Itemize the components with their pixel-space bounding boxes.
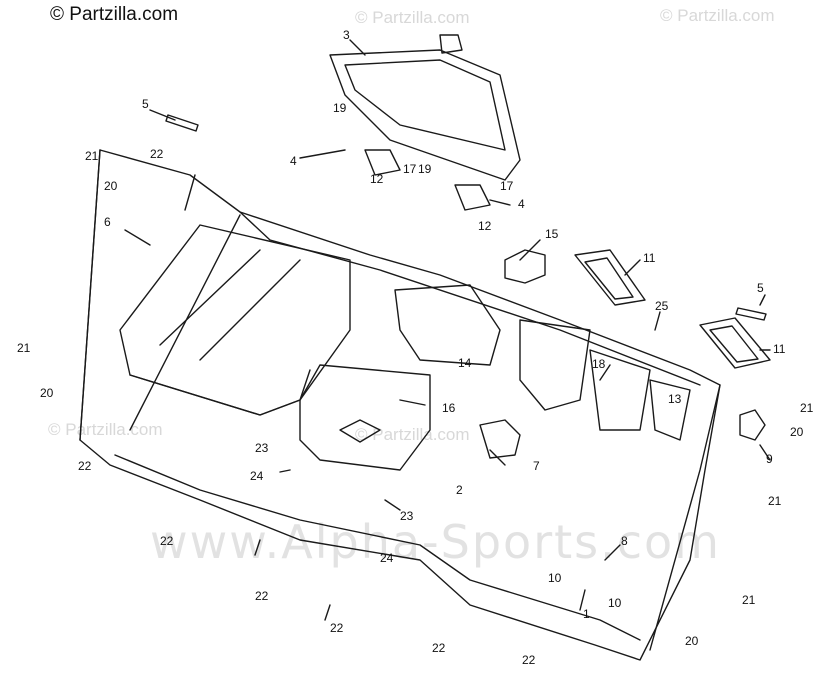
callout: 20: [790, 425, 804, 439]
speaker-right: [699, 317, 771, 369]
instrument-bezel: [394, 284, 501, 366]
callout: 3: [343, 28, 350, 42]
callout: 19: [418, 162, 432, 176]
callout: 9: [766, 452, 773, 466]
copyright-notice: © Partzilla.com: [50, 4, 179, 25]
callout: 20: [104, 179, 118, 193]
watermark: © Partzilla.com: [355, 425, 470, 444]
callout: 13: [668, 392, 682, 406]
grille-left: [165, 114, 199, 132]
callout: 4: [518, 197, 525, 211]
callout: 25: [655, 299, 669, 313]
callout: 22: [432, 641, 446, 655]
callout: 8: [621, 534, 628, 548]
callout: 22: [255, 589, 269, 603]
callout: 5: [757, 281, 764, 295]
watermark: © Partzilla.com: [660, 6, 775, 25]
callout: 16: [442, 401, 456, 415]
callout: 21: [85, 149, 99, 163]
callout: 7: [533, 459, 540, 473]
callout: 12: [370, 172, 384, 186]
callout: 22: [160, 534, 174, 548]
watermark: © Partzilla.com: [48, 420, 163, 439]
callout: 19: [333, 101, 347, 115]
callout: 22: [78, 459, 92, 473]
callout: 24: [250, 469, 264, 483]
callout: 5: [142, 97, 149, 111]
callout: 21: [768, 494, 782, 508]
callout: 23: [255, 441, 269, 455]
callout: 22: [330, 621, 344, 635]
housing: [299, 364, 431, 471]
dashboard-panel: [79, 149, 721, 661]
callout: 11: [643, 251, 656, 265]
callout: 15: [545, 227, 559, 241]
callout: 20: [40, 386, 54, 400]
callout: 17: [500, 179, 514, 193]
callout: 20: [685, 634, 699, 648]
callout: 22: [150, 147, 164, 161]
watermark: © Partzilla.com: [355, 8, 470, 27]
callout: 2: [456, 483, 463, 497]
callout: 10: [608, 596, 622, 610]
callout: 11: [773, 342, 786, 356]
callout: 6: [104, 215, 111, 229]
callout: 4: [290, 154, 297, 168]
callout: 17: [403, 162, 417, 176]
callout: 1: [583, 607, 590, 621]
callout: 21: [800, 401, 814, 415]
callout: 23: [400, 509, 414, 523]
callout: 10: [548, 571, 562, 585]
callout: 21: [742, 593, 756, 607]
callout: 22: [522, 653, 536, 667]
speaker-left: [574, 249, 646, 306]
glovebox-lid: [329, 49, 521, 181]
callout: 21: [17, 341, 31, 355]
big-watermark: www.Alpha-Sports.com: [150, 515, 721, 569]
callout: 14: [458, 356, 472, 370]
callout: 12: [478, 219, 492, 233]
callout: 24: [380, 551, 394, 565]
callout: 18: [592, 357, 606, 371]
grille-right: [735, 307, 767, 321]
